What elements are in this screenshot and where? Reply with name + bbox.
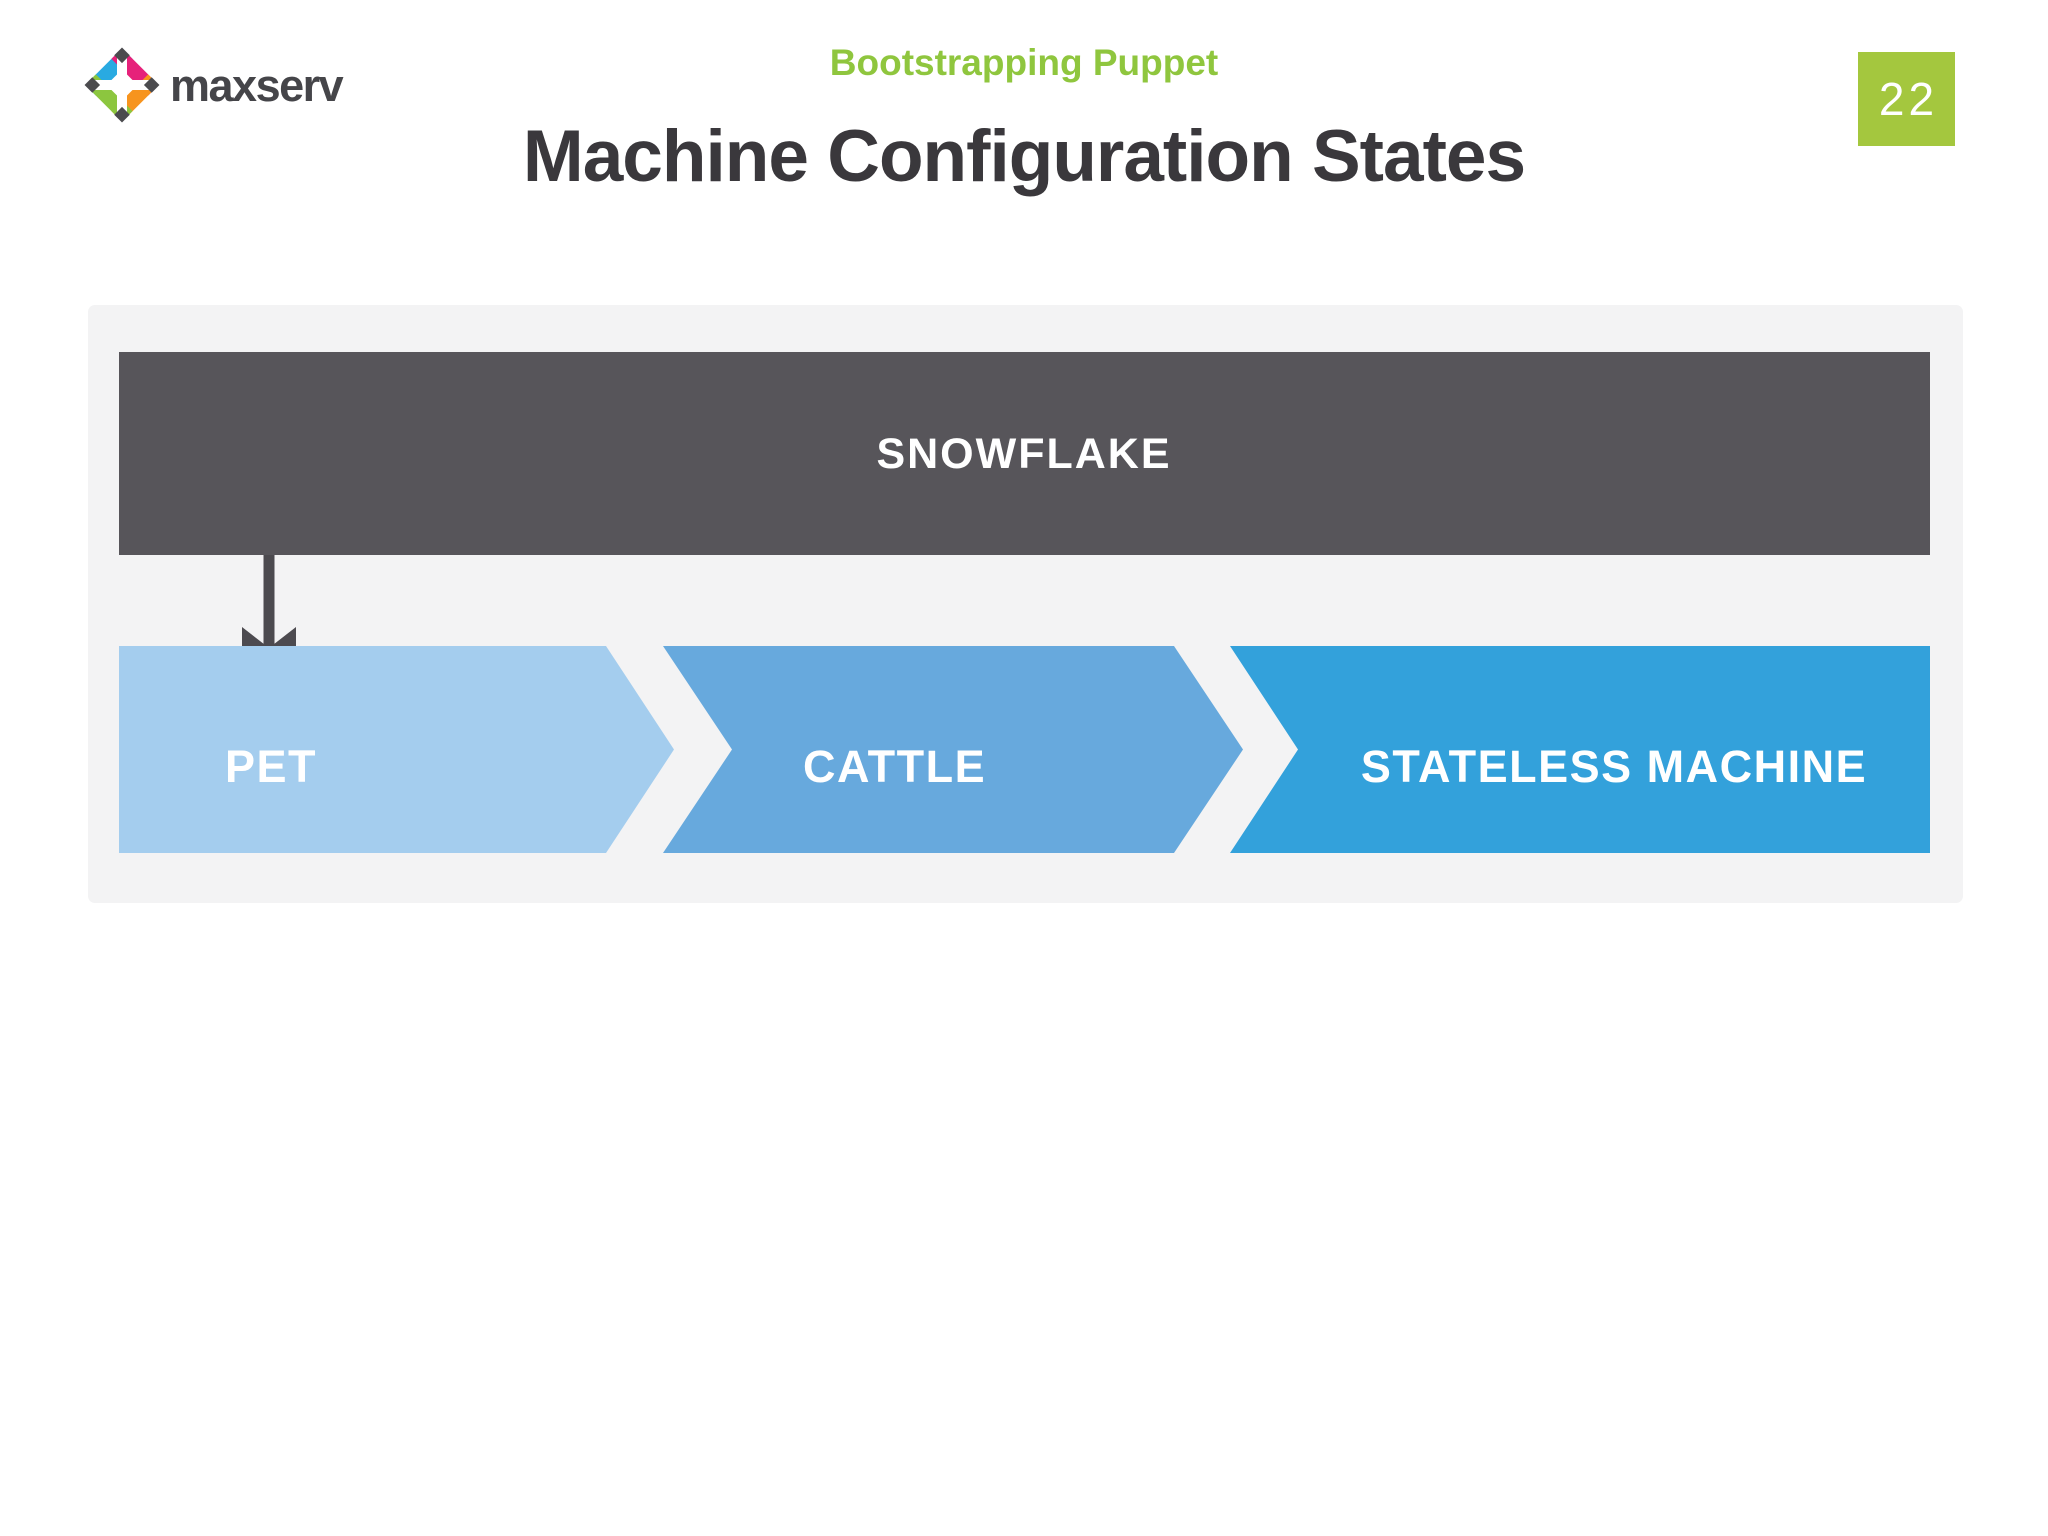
stage-chevron-cattle [663,646,1243,853]
stage-label-stateless-machine: STATELESS MACHINE [1361,741,1867,792]
deck-subtitle: Bootstrapping Puppet [829,42,1219,83]
logo-dark-node [114,47,130,64]
page-title: Machine Configuration States [522,116,1526,197]
page-number: 22 [1878,73,1939,125]
logo-dark-node [114,106,130,123]
snowflake-bar [119,352,1930,555]
maxserv-logo: maxserv [82,44,344,124]
page-number-badge: 22 [1858,52,1955,146]
brand-name: maxserv [170,60,344,111]
stage-label-pet: PET [225,741,317,792]
stage-label-cattle: CATTLE [803,741,986,792]
logo-dark-node [84,77,101,93]
stage-chevron-pet [119,646,674,853]
snowflake-label: SNOWFLAKE [876,430,1171,478]
stage-chevron-stateless-machine [1230,646,1930,853]
maxserv-cross-icon [82,44,162,124]
logo-dark-node [143,77,160,93]
diagram-panel: SNOWFLAKE PET CATTLE STATELESS MACHINE [88,305,1963,903]
machine-states-diagram: SNOWFLAKE PET CATTLE STATELESS MACHINE [119,352,1930,853]
